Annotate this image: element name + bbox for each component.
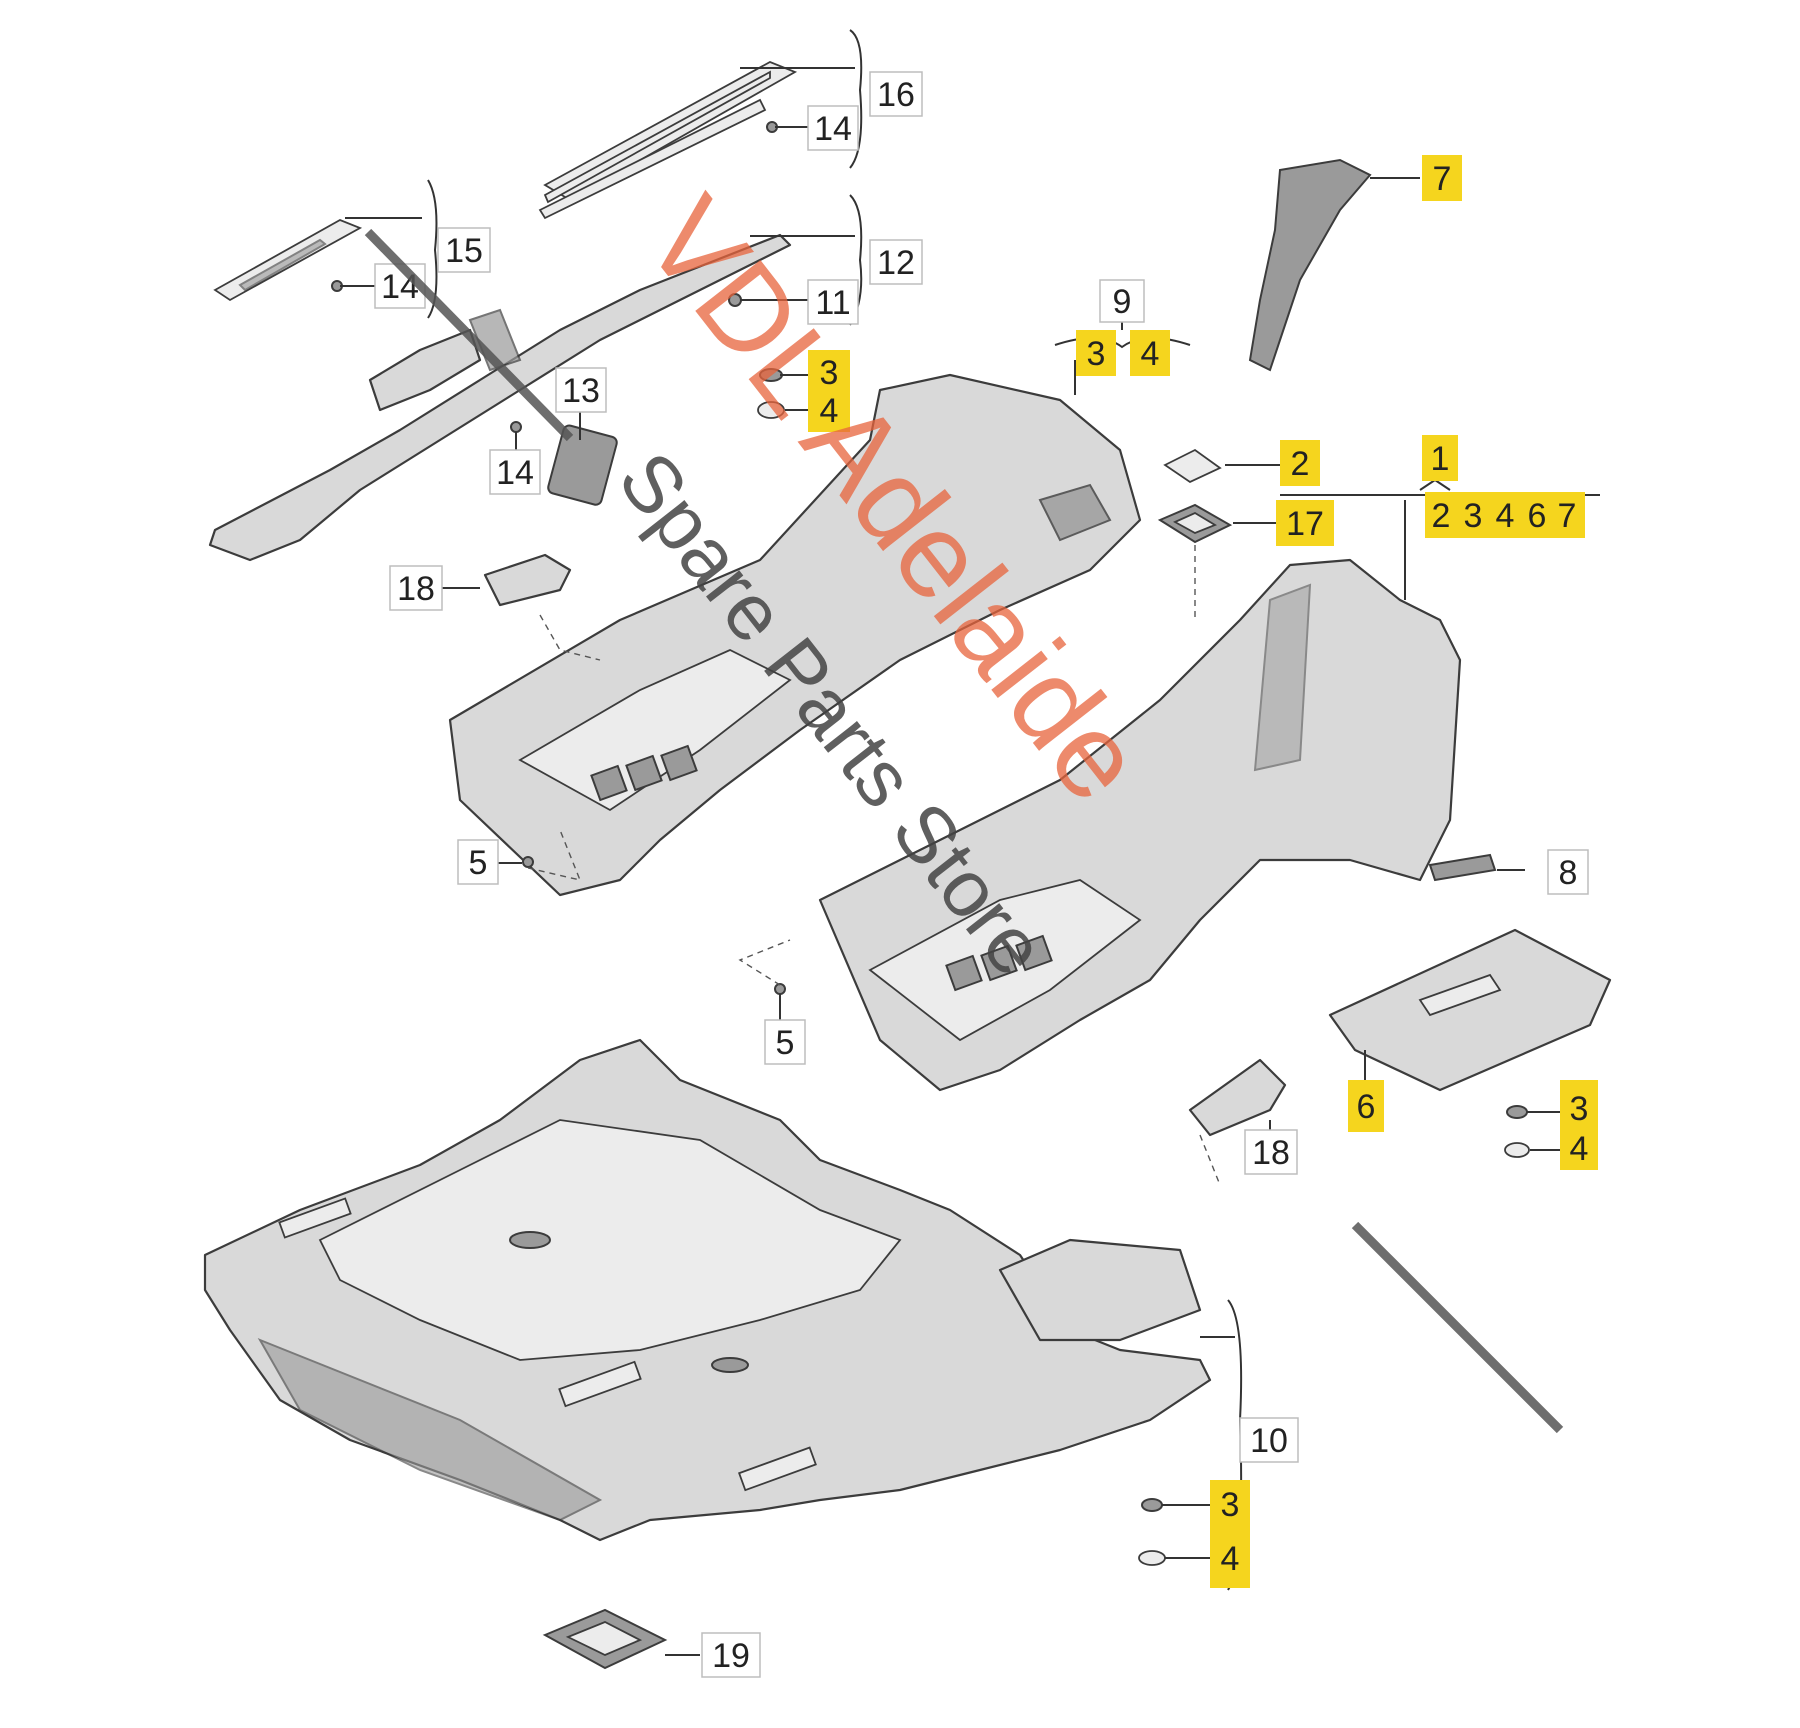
label-4-sub9: 4	[1141, 335, 1160, 373]
label-2: 2	[1291, 445, 1310, 483]
front-sill-panel	[208, 233, 792, 562]
label-1-sub-7: 7	[1558, 497, 1577, 535]
label-12: 12	[877, 244, 915, 282]
label-11: 11	[815, 284, 850, 322]
fasteners	[331, 121, 1530, 1566]
sill-plate-middle	[538, 98, 767, 220]
label-15: 15	[445, 232, 483, 270]
label-17: 17	[1286, 505, 1324, 543]
label-5-left: 5	[469, 844, 488, 882]
cover-panel-6	[1328, 928, 1612, 1092]
label-3-bottom: 3	[1221, 1486, 1240, 1524]
label-9: 9	[1113, 283, 1132, 321]
sill-plate-upper	[543, 61, 798, 204]
label-18-left: 18	[397, 570, 435, 608]
label-4-right: 4	[1570, 1130, 1589, 1168]
trim-8	[1428, 853, 1497, 882]
label-19: 19	[712, 1637, 750, 1675]
label-16: 16	[877, 76, 915, 114]
label-1-sub-4: 4	[1496, 497, 1515, 535]
label-3-right: 3	[1570, 1090, 1589, 1128]
ribbed-panel-7	[1248, 158, 1372, 372]
label-4-bottom: 4	[1221, 1540, 1240, 1578]
watermark-underline-left	[364, 228, 574, 442]
label-13: 13	[562, 372, 600, 410]
label-1-sub-6: 6	[1528, 497, 1547, 535]
label-1: 1	[1431, 440, 1450, 478]
callout-labels: 16 14 15 14 12 11 3 4 13 14 7 9 3	[374, 71, 1598, 1678]
label-14-middle: 14	[496, 454, 534, 492]
label-1-sub-3: 3	[1464, 497, 1483, 535]
cap-2	[1163, 448, 1222, 484]
label-1-sub-2: 2	[1432, 497, 1451, 535]
label-8: 8	[1559, 854, 1578, 892]
sill-trim-left	[213, 219, 363, 302]
bracket-18-right	[1188, 1058, 1287, 1137]
frame-19	[542, 1608, 668, 1670]
label-14-top: 14	[814, 110, 852, 148]
bracket-18-left	[483, 553, 572, 607]
bracket-13	[547, 424, 618, 506]
main-floor-carpet	[203, 1038, 1212, 1542]
label-3-center: 3	[820, 354, 839, 392]
label-3-sub9: 3	[1087, 335, 1106, 373]
label-7: 7	[1433, 160, 1452, 198]
label-5-middle: 5	[776, 1024, 795, 1062]
label-4-center: 4	[820, 392, 839, 430]
carpet-rear-right	[818, 558, 1462, 1092]
carpet-rear-left	[448, 373, 1142, 897]
watermark-underline-right	[1351, 1221, 1564, 1434]
label-10: 10	[1250, 1422, 1288, 1460]
label-6: 6	[1357, 1088, 1376, 1126]
frame-17	[1157, 503, 1233, 544]
dashed-guides	[527, 545, 1221, 1186]
label-18-right: 18	[1252, 1134, 1290, 1172]
